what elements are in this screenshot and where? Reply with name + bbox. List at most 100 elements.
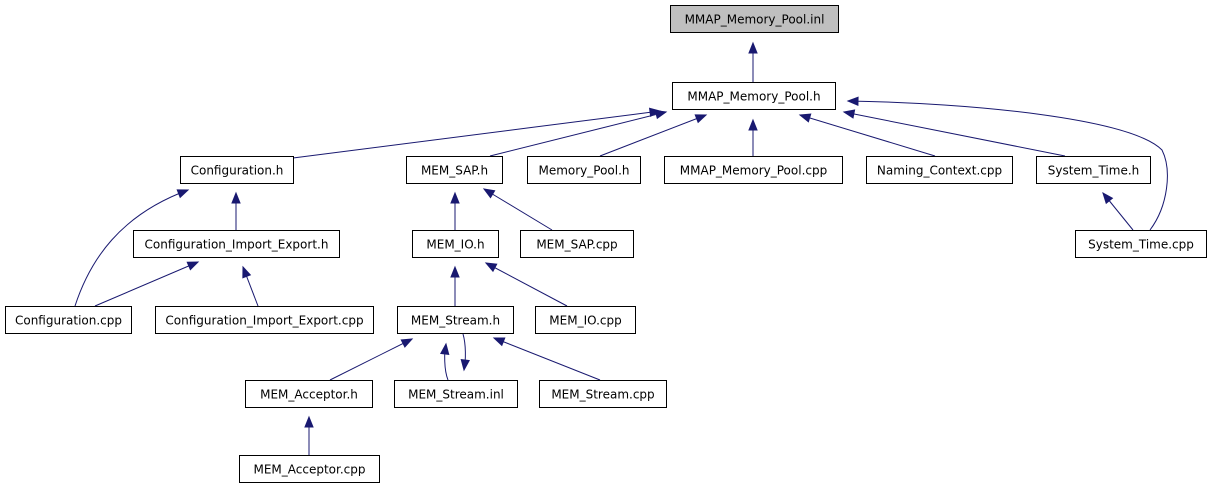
- node-box: [394, 380, 518, 408]
- node-config-ie-cpp[interactable]: Configuration_Import_Export.cpp: [155, 306, 374, 334]
- node-naming-cpp[interactable]: Naming_Context.cpp: [866, 156, 1013, 184]
- arrowhead-icon: [748, 118, 758, 131]
- arrowhead-icon: [450, 191, 460, 204]
- arrowhead-icon: [484, 262, 498, 273]
- edge-mem_sap_h-to-mmap_h: [489, 109, 668, 157]
- node-config-cpp[interactable]: Configuration.cpp: [5, 306, 132, 334]
- node-mmap-h[interactable]: MMAP_Memory_Pool.h: [672, 82, 836, 110]
- node-box: [397, 306, 514, 334]
- node-box: [664, 156, 843, 184]
- edge-config_cpp-to-config_ie_h: [94, 261, 200, 307]
- edge-mmap_h-to-root: [748, 41, 758, 82]
- edge-config_ie_cpp-to-config_ie_h: [242, 265, 259, 307]
- edge-line: [94, 261, 199, 307]
- arrowhead-icon: [186, 261, 200, 271]
- arrowhead-icon: [400, 338, 414, 348]
- node-box: [1075, 230, 1207, 258]
- node-mem-sap-cpp[interactable]: MEM_SAP.cpp: [520, 230, 634, 258]
- node-memory-pool-h[interactable]: Memory_Pool.h: [527, 156, 641, 184]
- edge-mem_acceptor_cpp-to-mem_acceptor_h: [304, 415, 314, 455]
- arrowhead-icon: [242, 265, 252, 279]
- edge-memory_pool_h-to-mmap_h: [599, 114, 708, 157]
- node-box: [180, 156, 294, 184]
- arrowhead-icon: [231, 191, 241, 204]
- node-system-time-cpp[interactable]: System_Time.cpp: [1075, 230, 1207, 258]
- node-mem-acceptor-h[interactable]: MEM_Acceptor.h: [245, 380, 373, 408]
- node-label: MEM_IO.cpp: [549, 314, 621, 328]
- node-label: MEM_IO.h: [426, 238, 484, 252]
- node-box: [1036, 156, 1151, 184]
- node-box: [245, 380, 373, 408]
- edge-config_h-to-mmap_h: [292, 107, 662, 159]
- arrowhead-icon: [460, 359, 470, 372]
- edge-line: [847, 100, 1168, 231]
- node-box: [866, 156, 1013, 184]
- arrowhead-icon: [1102, 191, 1114, 205]
- node-box: [133, 230, 340, 258]
- node-label: Configuration.h: [191, 164, 284, 178]
- edge-line: [329, 338, 413, 381]
- edge-line: [292, 110, 661, 159]
- edge-mem_stream_inl-to-mem_stream_h: [440, 342, 450, 381]
- node-mem-sap-h[interactable]: MEM_SAP.h: [406, 156, 503, 184]
- node-box: [155, 306, 374, 334]
- arrowhead-icon: [450, 265, 460, 278]
- edge-line: [74, 189, 189, 307]
- edge-system_time_cpp-to-mmap_h: [846, 96, 1168, 231]
- arrowhead-icon: [842, 109, 856, 119]
- nodes-layer: MMAP_Memory_Pool.inlMMAP_Memory_Pool.hCo…: [5, 5, 1207, 483]
- node-mem-io-cpp[interactable]: MEM_IO.cpp: [535, 306, 636, 334]
- node-box: [239, 455, 380, 483]
- node-box: [527, 156, 641, 184]
- edges-layer: [74, 41, 1168, 455]
- edge-line: [799, 114, 936, 157]
- node-label: MMAP_Memory_Pool.inl: [685, 13, 825, 27]
- node-label: MMAP_Memory_Pool.cpp: [680, 164, 827, 178]
- node-box: [412, 230, 499, 258]
- arrowhead-icon: [648, 107, 662, 118]
- arrowhead-icon: [846, 96, 859, 106]
- node-label: MEM_Acceptor.cpp: [253, 463, 365, 477]
- node-mem-stream-h[interactable]: MEM_Stream.h: [397, 306, 514, 334]
- node-root[interactable]: MMAP_Memory_Pool.inl: [670, 5, 839, 33]
- node-label: Configuration_Import_Export.h: [145, 238, 329, 252]
- node-label: MEM_Acceptor.h: [260, 388, 358, 402]
- node-label: Memory_Pool.h: [538, 164, 629, 178]
- node-config-h[interactable]: Configuration.h: [180, 156, 294, 184]
- node-label: MEM_Stream.inl: [408, 388, 504, 402]
- edge-mem_io_h-to-mem_sap_h: [450, 191, 460, 230]
- node-box: [5, 306, 132, 334]
- node-mmap-cpp[interactable]: MMAP_Memory_Pool.cpp: [664, 156, 843, 184]
- node-mem-acceptor-cpp[interactable]: MEM_Acceptor.cpp: [239, 455, 380, 483]
- arrowhead-icon: [654, 109, 668, 120]
- node-mem-io-h[interactable]: MEM_IO.h: [412, 230, 499, 258]
- edge-mmap_cpp-to-mmap_h: [748, 118, 758, 156]
- edge-system_time_cpp-to-system_time_h: [1102, 191, 1134, 231]
- edge-line: [489, 111, 667, 157]
- arrowhead-icon: [176, 189, 190, 199]
- edge-line: [843, 111, 1066, 157]
- edge-config_cpp-to-config_h: [74, 189, 190, 307]
- edge-system_time_h-to-mmap_h: [842, 109, 1066, 157]
- node-box: [672, 82, 836, 110]
- edge-mem_sap_cpp-to-mem_sap_h: [482, 188, 553, 231]
- edge-mem_stream_cpp-to-mem_stream_h: [492, 337, 601, 381]
- edge-line: [493, 337, 601, 381]
- edge-mem_acceptor_h-to-mem_stream_h: [329, 338, 414, 381]
- node-label: MEM_SAP.cpp: [536, 238, 617, 252]
- arrowhead-icon: [304, 415, 314, 428]
- arrowhead-icon: [694, 114, 708, 124]
- node-system-time-h[interactable]: System_Time.h: [1036, 156, 1151, 184]
- node-mem-stream-cpp[interactable]: MEM_Stream.cpp: [539, 380, 667, 408]
- node-mem-stream-inl[interactable]: MEM_Stream.inl: [394, 380, 518, 408]
- edge-config_ie_h-to-config_h: [231, 191, 241, 230]
- edge-line: [599, 114, 707, 157]
- arrowhead-icon: [482, 188, 496, 199]
- arrowhead-icon: [798, 113, 812, 123]
- node-label: MEM_SAP.h: [421, 164, 488, 178]
- node-config-ie-h[interactable]: Configuration_Import_Export.h: [133, 230, 340, 258]
- node-label: System_Time.h: [1048, 164, 1140, 178]
- node-label: MMAP_Memory_Pool.h: [687, 90, 820, 104]
- edge-mem_stream_h-to-mem_io_h: [450, 265, 460, 306]
